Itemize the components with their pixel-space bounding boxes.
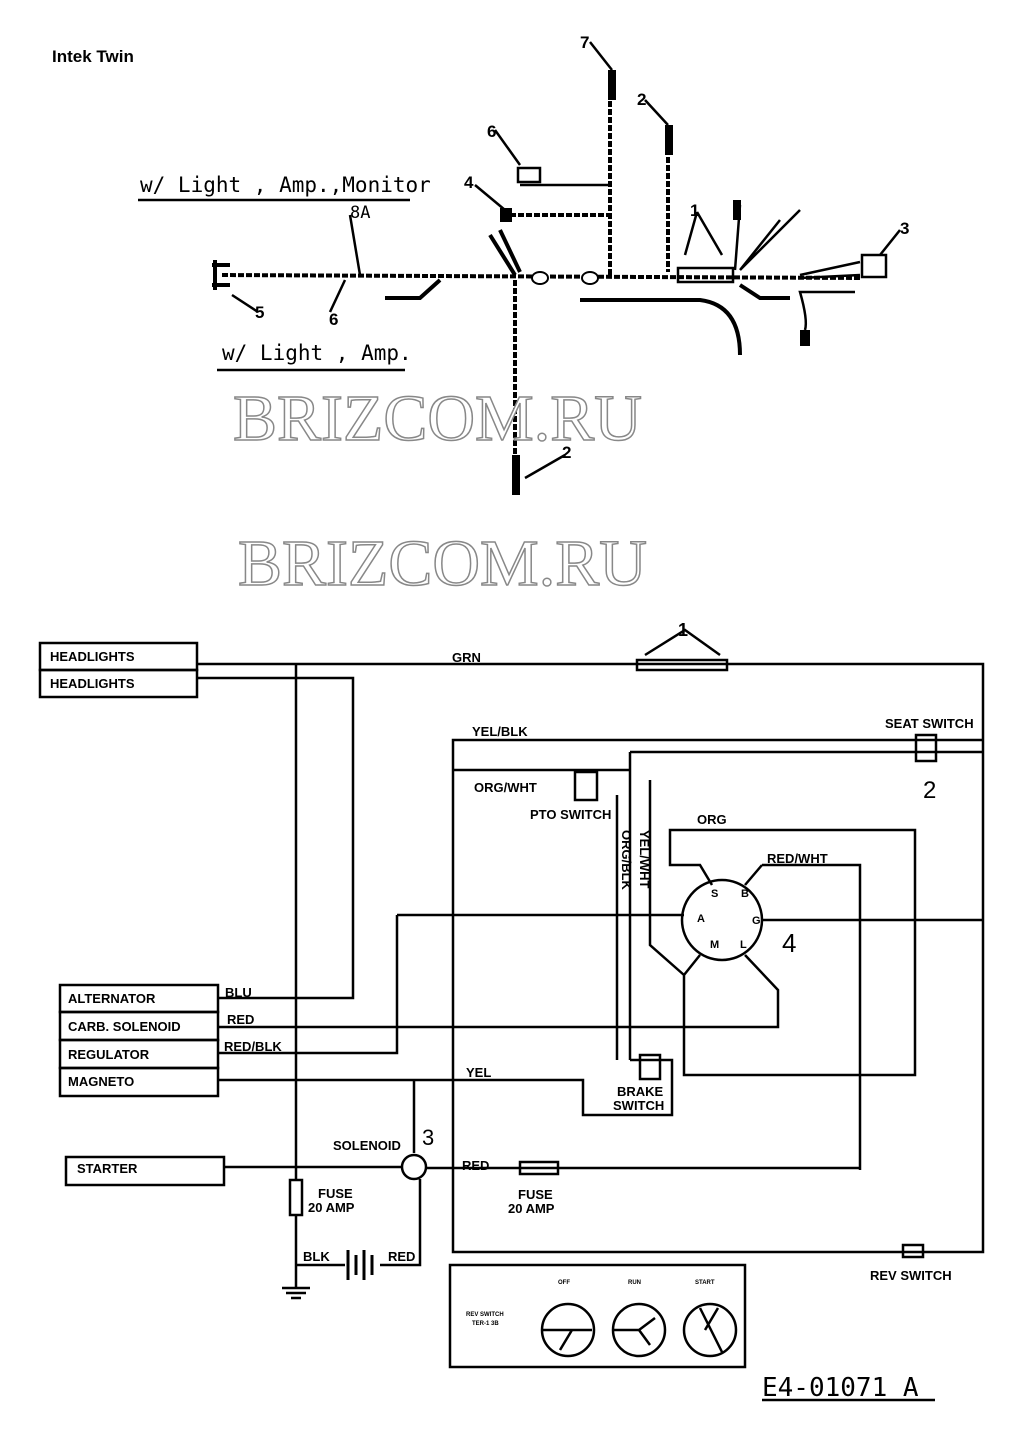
callout-6: 6 — [487, 122, 496, 141]
harness-callouts: 7 2 6 4 1 3 5 6 2 — [255, 33, 909, 462]
wire-label-red: RED — [462, 1158, 489, 1173]
diagram-title: Intek Twin — [52, 47, 134, 66]
seat-switch-label: SEAT SWITCH — [885, 716, 974, 731]
terminal-s: S — [711, 888, 718, 900]
wire-label-yel-blk: YEL/BLK — [472, 724, 528, 739]
callout-3: 3 — [422, 1125, 434, 1150]
schematic-wires — [38, 628, 985, 1402]
pto-switch-label: PTO SWITCH — [530, 807, 611, 822]
carb-solenoid-label: CARB. SOLENOID — [68, 1019, 181, 1034]
brake-switch-label: BRAKE — [617, 1084, 664, 1099]
schematic-labels: HEADLIGHTS HEADLIGHTS GRN 1 YEL/BLK SEAT… — [50, 620, 974, 1403]
rev-switch-label: REV SWITCH — [870, 1268, 952, 1283]
callout-2: 2 — [637, 90, 646, 109]
wire-label-red: RED — [227, 1012, 254, 1027]
fuse-label: FUSE — [318, 1186, 353, 1201]
inset-position-off: OFF — [558, 1280, 570, 1286]
wire-label-blu: BLU — [225, 985, 252, 1000]
inset-label: TER-1 3B — [472, 1321, 499, 1327]
callout-5: 5 — [255, 303, 264, 322]
starter-label: STARTER — [77, 1161, 138, 1176]
fuse-label: FUSE — [518, 1187, 553, 1202]
callout-2b: 2 — [562, 443, 571, 462]
wire-label-red: RED — [388, 1249, 415, 1264]
fuse-rating: 20 AMP — [308, 1200, 355, 1215]
terminal-g: G — [752, 915, 761, 927]
magneto-label: MAGNETO — [68, 1074, 134, 1089]
inset-label: REV SWITCH — [466, 1312, 504, 1318]
callout-4: 4 — [782, 928, 796, 958]
terminal-m: M — [710, 939, 719, 951]
callout-1: 1 — [690, 201, 699, 220]
solenoid-label: SOLENOID — [333, 1138, 401, 1153]
wire-label-red-wht: RED/WHT — [767, 851, 828, 866]
drawing-number: E4-01071 A — [762, 1373, 919, 1403]
brake-switch-label: SWITCH — [613, 1098, 664, 1113]
harness-label-8a: 8A — [350, 203, 370, 223]
harness-label-monitor: w/ Light , Amp.,Monitor — [140, 173, 431, 197]
callout-3: 3 — [900, 219, 909, 238]
terminal-l: L — [740, 939, 747, 951]
fuse-rating: 20 AMP — [508, 1201, 555, 1216]
key-switch-terminals: S B A G M L — [697, 888, 761, 951]
headlights-label: HEADLIGHTS — [50, 676, 135, 691]
wire-label-yel-wht: YEL/WHT — [637, 830, 652, 889]
harness-drawing — [138, 41, 901, 495]
inset-position-start: START — [695, 1280, 715, 1286]
callout-2: 2 — [923, 777, 936, 804]
wire-label-grn: GRN — [452, 650, 481, 665]
watermark: BRIZCOM.RU — [233, 382, 642, 455]
wire-label-org-wht: ORG/WHT — [474, 780, 537, 795]
alternator-label: ALTERNATOR — [68, 991, 156, 1006]
headlights-label: HEADLIGHTS — [50, 649, 135, 664]
inset-position-run: RUN — [628, 1280, 641, 1286]
wire-label-blk: BLK — [303, 1249, 330, 1264]
wire-label-org: ORG — [697, 812, 727, 827]
callout-7: 7 — [580, 33, 589, 52]
regulator-label: REGULATOR — [68, 1047, 150, 1062]
rev-switch-inset: REV SWITCH TER-1 3B OFF RUN START — [466, 1280, 715, 1327]
callout-4: 4 — [464, 173, 474, 192]
wire-label-org-blk: ORG/BLK — [619, 830, 634, 891]
watermark: BRIZCOM.RU — [238, 527, 647, 600]
terminal-a: A — [697, 913, 705, 925]
terminal-b: B — [741, 888, 749, 900]
callout-6b: 6 — [329, 310, 338, 329]
wire-label-red-blk: RED/BLK — [224, 1039, 282, 1054]
harness-label-amp: w/ Light , Amp. — [222, 341, 412, 365]
callout-1: 1 — [678, 620, 688, 640]
wire-label-yel: YEL — [466, 1065, 491, 1080]
